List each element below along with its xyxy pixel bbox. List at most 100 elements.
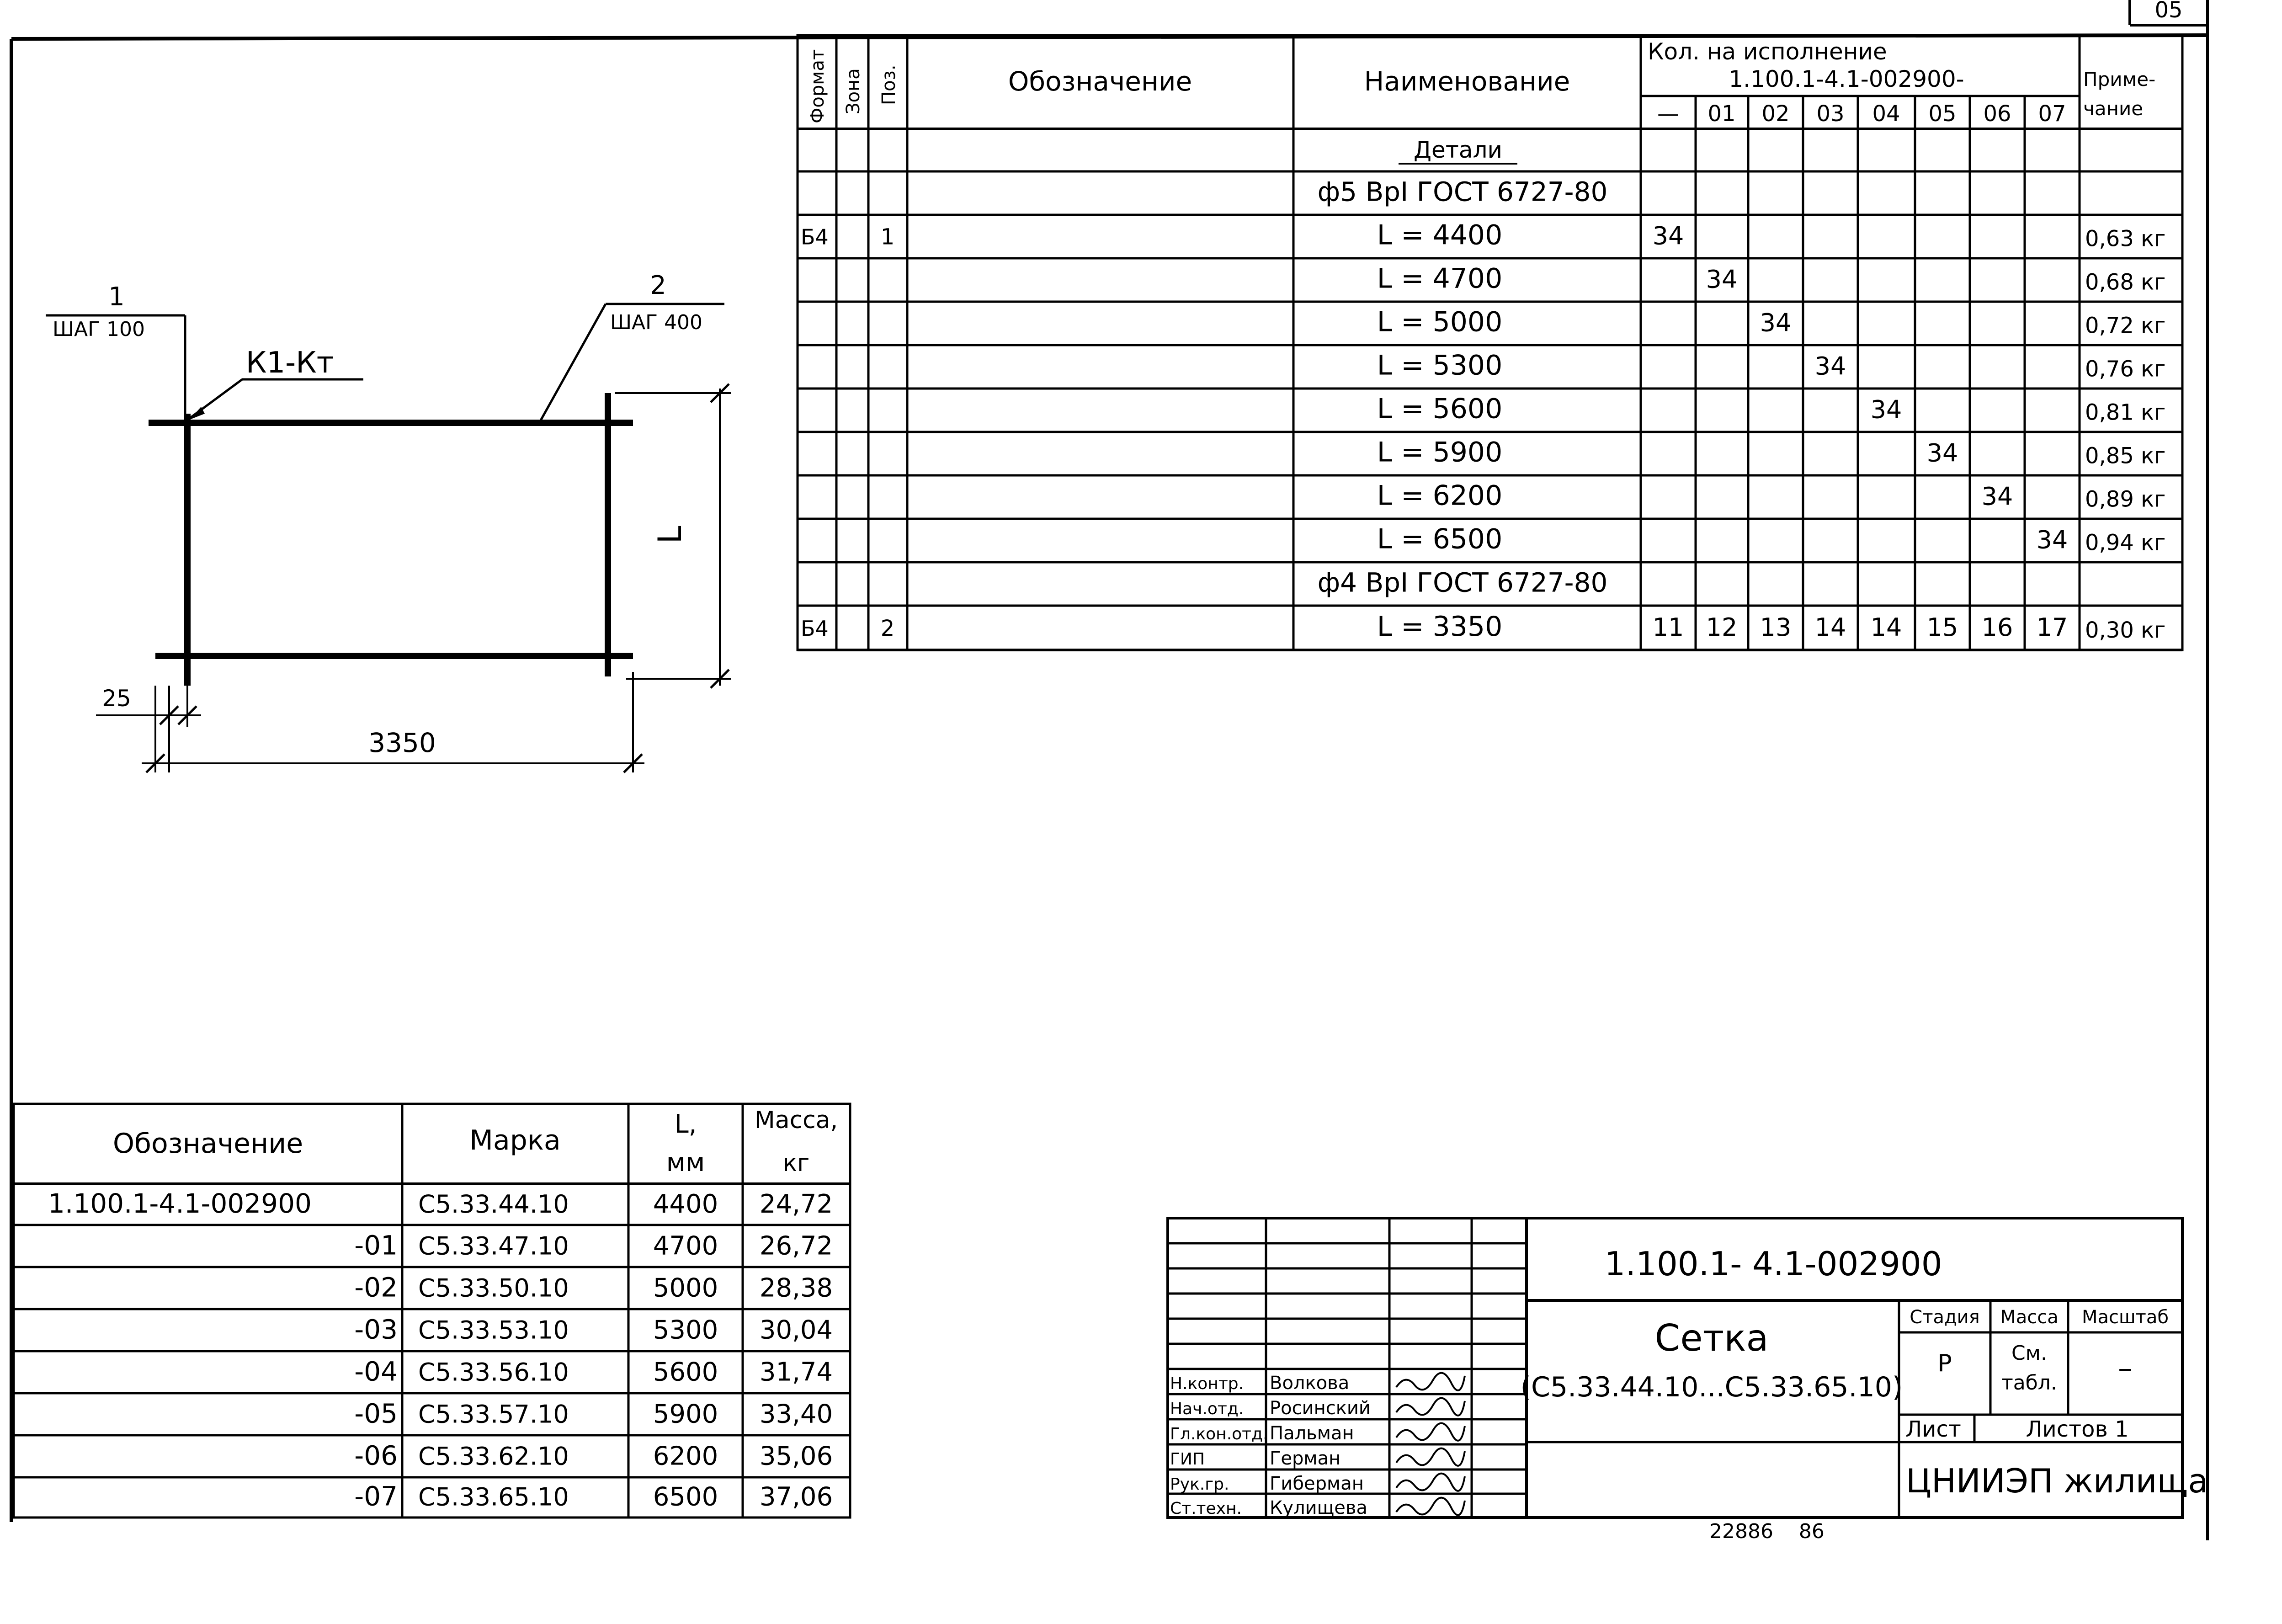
spec-cell-name: L = 5900: [1377, 437, 1503, 469]
spec-cell-note: 0,89 кг: [2085, 487, 2165, 512]
spec-cell-note: 0,76 кг: [2085, 357, 2165, 382]
marks-cell-designation: -03: [354, 1314, 398, 1345]
spec-cell-name: L = 5600: [1377, 393, 1503, 425]
spec-cell-qty: 14: [1871, 613, 1902, 642]
staff-rows: Н.контр.ВолковаНач.отд.РосинскийГл.кон.о…: [1170, 1372, 1466, 1518]
staff-role: Гл.кон.отд.: [1170, 1425, 1268, 1443]
marks-cell-length: 5900: [653, 1399, 718, 1429]
marks-cell-mark: С5.33.62.10: [418, 1442, 569, 1470]
staff-role: Ст.техн.: [1170, 1499, 1242, 1518]
spec-header-qty-doc: 1.100.1-4.1-002900-: [1729, 66, 1964, 92]
signature-scribble: [1395, 1372, 1466, 1391]
marks-cell-length: 6500: [653, 1482, 718, 1512]
marks-rows: 1.100.1-4.1-002900 С5.33.44.10 4400 24,72 -0…: [48, 1188, 833, 1512]
spec-cell-qty: 34: [1706, 265, 1738, 294]
dimension-width-label: 3350: [368, 727, 436, 758]
marks-cell-length: 6200: [653, 1441, 718, 1471]
spec-header-qty-title: Кол. на исполнение: [1648, 38, 1887, 65]
spec-cell-qty: 11: [1653, 613, 1684, 642]
staff-role: Нач.отд.: [1170, 1400, 1244, 1418]
staff-name: Герман: [1270, 1448, 1340, 1469]
spec-cell-qty: 13: [1760, 613, 1792, 642]
sheets-label: Листов 1: [2026, 1416, 2128, 1442]
spec-cell-qty: 15: [1927, 613, 1958, 642]
stage-label: Стадия: [1910, 1307, 1979, 1328]
staff-name: Волкова: [1270, 1373, 1349, 1394]
sheet-label: Лист: [1905, 1416, 1961, 1442]
marks-cell-mass: 24,72: [760, 1189, 833, 1219]
marks-cell-mark: С5.33.50.10: [418, 1273, 569, 1302]
marks-cell-mass: 35,06: [760, 1441, 833, 1471]
signature-scribble: [1395, 1472, 1466, 1492]
corner-sheet-number: 05: [2154, 0, 2182, 23]
dimension-offset-label: 25: [102, 685, 131, 712]
spec-cell-qty: 34: [1927, 439, 1958, 468]
mass-label: Масса: [2000, 1307, 2059, 1328]
staff-name: Пальман: [1270, 1423, 1354, 1444]
spec-cell-name: ф4 ВрI ГОСТ 6727-80: [1318, 567, 1608, 598]
staff-role: Рук.гр.: [1170, 1475, 1229, 1494]
leader-2-step: ШАГ 400: [610, 311, 702, 334]
spec-cell-qty: 14: [1815, 613, 1846, 642]
variant-header: 06: [1983, 101, 2011, 127]
marks-cell-mark: С5.33.65.10: [418, 1483, 569, 1512]
leader-1-number: 1: [108, 282, 125, 312]
spec-variant-headers: — 01 02 03 04 05 06 07: [1657, 101, 2066, 127]
spec-header-note: Приме-чание: [2083, 68, 2155, 120]
spec-cell-qty: 34: [1653, 222, 1684, 250]
spec-cell-qty: 34: [2037, 526, 2068, 554]
marks-cell-mark: С5.33.56.10: [418, 1358, 569, 1386]
spec-cell-note: 0,81 кг: [2085, 400, 2165, 426]
marks-header-mass: Масса,кг: [755, 1107, 838, 1177]
spec-cell-qty: 34: [1982, 482, 2013, 511]
marks-cell-length: 4700: [653, 1231, 718, 1261]
spec-cell-qty: 34: [1871, 395, 1902, 424]
spec-header-format: Формат: [807, 49, 828, 123]
marks-cell-mass: 28,38: [760, 1273, 833, 1303]
spec-cell-note: 0,30 кг: [2085, 618, 2165, 643]
spec-cell-note: 0,63 кг: [2085, 226, 2165, 252]
spec-table: Формат Зона Поз. Обозначение Наименовани…: [796, 34, 2184, 651]
title-block: 1.100.1- 4.1-002900 Сетка (С5.33.44.10..…: [1166, 1217, 2208, 1519]
organization-name: ЦНИИЭП жилища: [1906, 1462, 2208, 1500]
scale-label: Масштаб: [2082, 1307, 2169, 1328]
spec-cell-name: L = 4400: [1377, 219, 1503, 251]
variant-header: 04: [1872, 101, 1900, 127]
weld-label: К1-Кт: [246, 346, 334, 380]
staff-role: Н.контр.: [1170, 1374, 1244, 1393]
marks-cell-designation: -04: [354, 1356, 398, 1387]
marks-header-length: L,мм: [666, 1109, 705, 1177]
variant-header: 02: [1761, 101, 1789, 127]
spec-cell-qty: 34: [1815, 352, 1846, 381]
marks-cell-mark: С5.33.53.10: [418, 1315, 569, 1344]
spec-cell-name: ф5 ВрI ГОСТ 6727-80: [1318, 176, 1608, 208]
mass-value: См.табл.: [2001, 1342, 2057, 1395]
spec-header-pos: Поз.: [878, 64, 899, 105]
spec-cell-note: 0,68 кг: [2085, 270, 2165, 295]
spec-cell-name: L = 3350: [1377, 611, 1503, 643]
spec-cell-name: L = 5300: [1377, 350, 1503, 382]
spec-cell-format: Б4: [801, 225, 829, 250]
marks-cell-mass: 31,74: [760, 1357, 833, 1387]
leader-2-number: 2: [650, 271, 666, 300]
spec-cell-name: L = 4700: [1377, 263, 1503, 295]
marks-cell-designation: -02: [354, 1272, 398, 1303]
spec-grid: [796, 34, 2184, 651]
doc-number: 1.100.1- 4.1-002900: [1604, 1245, 1942, 1283]
variant-header: —: [1657, 101, 1679, 127]
marks-cell-length: 5600: [653, 1357, 718, 1387]
marks-cell-mark: С5.33.47.10: [418, 1231, 569, 1260]
leader-1-step: ШАГ 100: [53, 318, 145, 341]
marks-cell-mark: С5.33.57.10: [418, 1400, 569, 1428]
signature-scribble: [1395, 1496, 1466, 1516]
mesh-drawing: [46, 303, 731, 773]
marks-cell-mark: С5.33.44.10: [418, 1190, 569, 1219]
marks-cell-designation: 1.100.1-4.1-002900: [48, 1188, 312, 1219]
variant-header: 03: [1816, 101, 1844, 127]
staff-role: ГИП: [1170, 1450, 1205, 1469]
spec-cell-name: L = 6500: [1377, 523, 1503, 555]
spec-cell-qty: 34: [1760, 309, 1792, 337]
archive-stamp: 22886 86: [1709, 1520, 1825, 1543]
marks-cell-length: 4400: [653, 1189, 718, 1219]
